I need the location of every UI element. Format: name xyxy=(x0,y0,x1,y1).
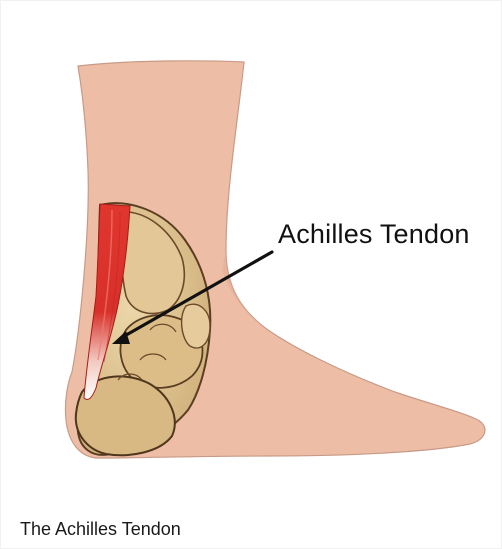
callout-label-achilles-tendon: Achilles Tendon xyxy=(278,219,470,250)
figure-caption: The Achilles Tendon xyxy=(20,519,181,540)
navicular-bone xyxy=(182,304,210,348)
